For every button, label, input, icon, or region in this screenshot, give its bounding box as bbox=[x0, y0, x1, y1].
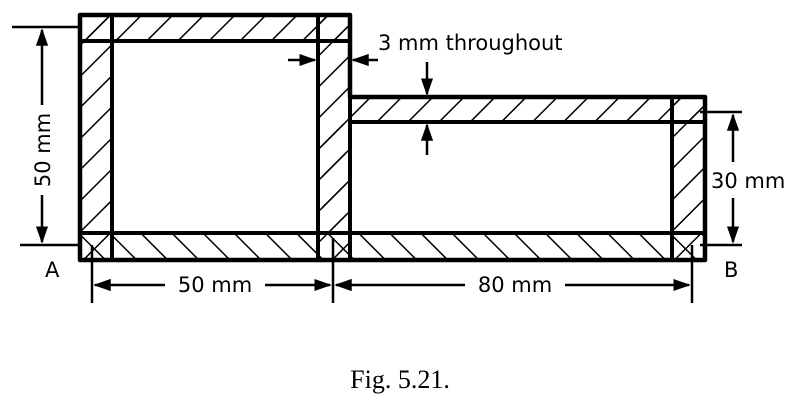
section-outline bbox=[77, 12, 708, 263]
point-a-label: A bbox=[45, 258, 60, 282]
figure-caption: Fig. 5.21. bbox=[350, 365, 450, 394]
thickness-arrows bbox=[288, 53, 434, 155]
right-cell-top-wall bbox=[348, 95, 707, 124]
left-web bbox=[78, 13, 114, 262]
middle-web-hatch-patch bbox=[322, 124, 346, 231]
left-height-dimension bbox=[12, 25, 82, 247]
bottom-flange bbox=[78, 231, 707, 262]
right-cell-void bbox=[348, 120, 674, 235]
right-width-label: 80 mm bbox=[478, 273, 552, 297]
left-cell-void bbox=[110, 39, 320, 235]
right-height-dimension bbox=[700, 110, 742, 247]
bottom-width-dimensions bbox=[90, 238, 694, 303]
left-width-label: 50 mm bbox=[178, 273, 252, 297]
left-cell-top-wall bbox=[78, 13, 352, 43]
thickness-note: 3 mm throughout bbox=[378, 31, 563, 55]
right-height-label: 30 mm bbox=[711, 169, 785, 193]
left-height-label: 50 mm bbox=[31, 113, 55, 187]
point-b-label: B bbox=[724, 258, 738, 282]
